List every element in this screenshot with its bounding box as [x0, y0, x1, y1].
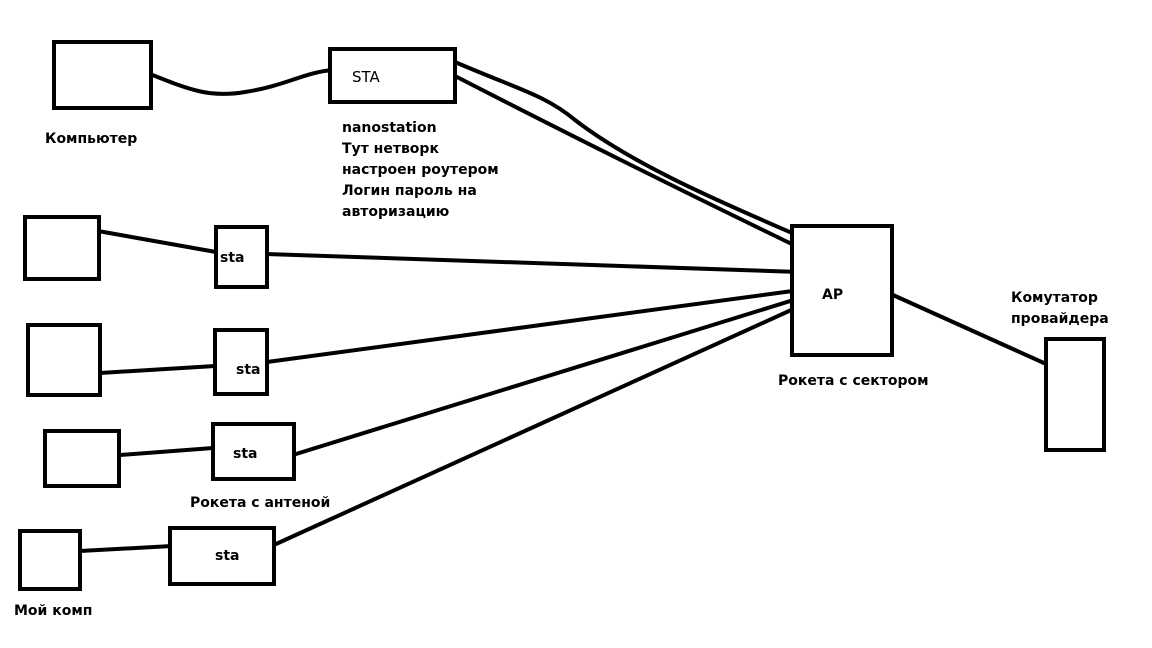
sta-1-box	[214, 225, 269, 289]
pc-1-box	[23, 215, 101, 281]
link-sta2-ap	[265, 288, 802, 364]
nanostation-note-line-1: nanostation	[342, 120, 437, 136]
sta-4-box	[168, 526, 276, 586]
link-pc3-sta3	[118, 446, 215, 457]
sta-3-label: sta	[233, 446, 257, 462]
switch-label-line-2: провайдера	[1011, 311, 1109, 327]
link-sta3-ap	[294, 296, 802, 456]
sta-1-label: sta	[220, 250, 244, 266]
computer-label: Компьютер	[45, 131, 137, 147]
sta-2-box	[213, 328, 269, 396]
link-sta-ap-1	[453, 60, 817, 245]
my-pc-box	[18, 529, 82, 591]
switch-label-line-1: Комутатор	[1011, 290, 1098, 306]
sta-main-label: STA	[352, 68, 381, 86]
link-sta-ap-2	[453, 74, 802, 250]
nanostation-note-line-5: авторизацию	[342, 204, 449, 220]
pc-2-box	[26, 323, 102, 397]
pc-3-box	[43, 429, 121, 488]
my-comp-label: Мой комп	[14, 603, 92, 619]
nanostation-note-line-4: Логин пароль на	[342, 183, 477, 199]
rocket-antenna-label: Рокета с антеной	[190, 495, 330, 511]
sta-4-label: sta	[215, 548, 239, 564]
ap-caption: Рокета с сектором	[778, 373, 929, 389]
ap-box-label: AP	[822, 287, 843, 303]
link-pc2-sta2	[98, 364, 217, 375]
sta-2-label: sta	[236, 362, 260, 378]
link-sta4-ap	[274, 304, 802, 546]
nanostation-note-line-2: Тут нетворк	[342, 141, 439, 157]
link-sta1-ap	[264, 252, 802, 274]
ap-box	[790, 224, 894, 357]
link-ap-switch	[891, 293, 1057, 370]
sta-3-box	[211, 422, 296, 481]
sta-main-box	[328, 47, 457, 104]
computer-box	[52, 40, 153, 110]
nanostation-note-line-3: настроен роутером	[342, 162, 499, 178]
link-computer-sta	[148, 68, 335, 96]
switch-box	[1044, 337, 1106, 452]
link-pc1-sta1	[96, 229, 218, 254]
link-mypc-sta4	[78, 544, 174, 553]
